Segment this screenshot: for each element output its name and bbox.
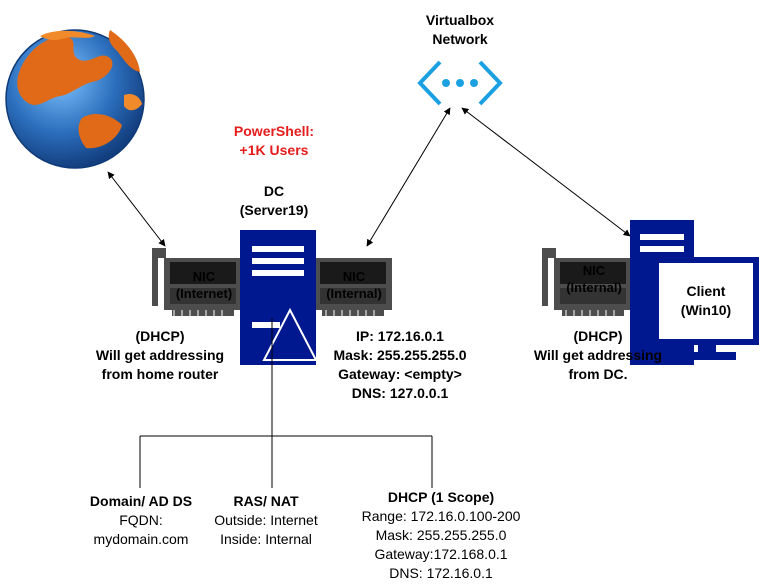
client-label: Client (Win10)	[666, 282, 746, 320]
network-to-dc-internal-connector	[366, 107, 451, 247]
client-nic-internal-label: NIC (Internal)	[556, 262, 632, 296]
service-rasnat-line1: Outside: Internet	[214, 512, 318, 528]
dc-server-icon	[240, 230, 318, 365]
globe-icon	[5, 29, 145, 169]
client-nic-internal-line2: (Internal)	[566, 280, 622, 295]
dc-nic-internet-label: NIC (Internet)	[166, 268, 242, 302]
service-dhcp-gateway: Gateway:172.168.0.1	[374, 546, 508, 562]
network-title-line1: Virtualbox	[425, 12, 495, 28]
service-dhcp-dns: DNS: 172.16.0.1	[389, 565, 493, 581]
service-adds: Domain/ AD DS FQDN: mydomain.com	[66, 492, 216, 549]
service-adds-line1: FQDN:	[119, 512, 163, 528]
service-dhcp-range: Range: 172.16.0.100-200	[361, 508, 521, 524]
powershell-note: PowerShell: +1K Users	[214, 122, 334, 160]
service-adds-title: Domain/ AD DS	[89, 493, 193, 509]
client-workstation-icon	[630, 220, 759, 365]
service-dhcp-title: DHCP (1 Scope)	[387, 489, 495, 505]
service-rasnat-line2: Inside: Internal	[220, 531, 312, 547]
service-rasnat-title: RAS/ NAT	[233, 493, 299, 509]
dc-nic-internet-line2: (Internet)	[175, 286, 233, 301]
services-tree-connector	[139, 318, 433, 488]
powershell-note-line1: PowerShell:	[233, 123, 315, 139]
client-nic-internal-card	[542, 248, 630, 316]
client-nic-internal-line1: NIC	[582, 263, 606, 278]
virtualbox-network-icon	[417, 60, 503, 106]
globe-to-nic-internet-connector	[107, 171, 166, 247]
client-label-line1: Client	[686, 283, 726, 299]
dc-internet-note-line2: Will get addressing	[95, 347, 225, 363]
dc-internet-dhcp-note: (DHCP) Will get addressing from home rou…	[70, 327, 250, 384]
dc-ip: IP: 172.16.0.1	[356, 328, 444, 344]
network-to-client-connector	[461, 107, 631, 237]
service-dhcp: DHCP (1 Scope) Range: 172.16.0.100-200 M…	[346, 488, 536, 583]
dc-label: DC (Server19)	[214, 182, 334, 220]
dc-internet-note-line3: from home router	[101, 366, 219, 382]
dc-nic-internal-card	[316, 258, 392, 316]
dc-internet-note-line1: (DHCP)	[135, 328, 185, 344]
client-label-line2: (Win10)	[680, 302, 732, 318]
dc-label-line2: (Server19)	[239, 202, 309, 218]
client-note-line2: Will get addressing	[533, 347, 663, 363]
dc-nic-internal-label: NIC (Internal)	[316, 268, 392, 302]
network-title: Virtualbox Network	[400, 11, 520, 49]
dc-nic-internal-line1: NIC	[342, 269, 366, 284]
service-dhcp-mask: Mask: 255.255.255.0	[375, 527, 507, 543]
service-rasnat: RAS/ NAT Outside: Internet Inside: Inter…	[196, 492, 336, 549]
powershell-note-line2: +1K Users	[239, 142, 309, 158]
dc-nic-internet-line1: NIC	[192, 269, 216, 284]
dc-nic-internal-line2: (Internal)	[326, 286, 382, 301]
network-title-line2: Network	[432, 31, 488, 47]
dc-nic-internet-card	[152, 248, 240, 316]
dc-dns: DNS: 127.0.0.1	[351, 385, 449, 401]
client-note-line3: from DC.	[568, 366, 628, 382]
dc-mask: Mask: 255.255.255.0	[333, 347, 467, 363]
dc-label-line1: DC	[263, 183, 285, 199]
client-note-line1: (DHCP)	[573, 328, 623, 344]
dc-internal-ip-config: IP: 172.16.0.1 Mask: 255.255.255.0 Gatew…	[318, 327, 482, 403]
client-dhcp-note: (DHCP) Will get addressing from DC.	[508, 327, 688, 384]
dc-gateway: Gateway: <empty>	[338, 366, 462, 382]
service-adds-line2: mydomain.com	[93, 531, 189, 547]
